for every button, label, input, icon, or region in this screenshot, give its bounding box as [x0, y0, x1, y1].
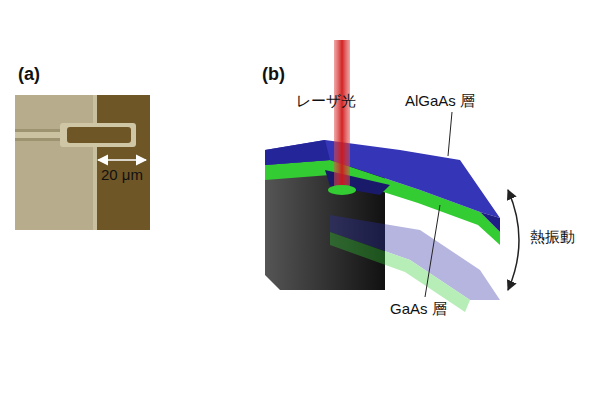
panel-letter: (a): [18, 64, 40, 86]
layer-label: AlGaAs 層: [405, 92, 475, 110]
micrograph: [15, 95, 150, 230]
cantilever-schematic: [265, 40, 519, 312]
layer-label: GaAs 層: [390, 300, 447, 318]
scale-label: 20 μm: [101, 166, 143, 184]
motion-label: 熱振動: [530, 228, 575, 246]
beam-label: レーザ光: [296, 92, 356, 110]
panel-letter: (b): [262, 64, 285, 86]
